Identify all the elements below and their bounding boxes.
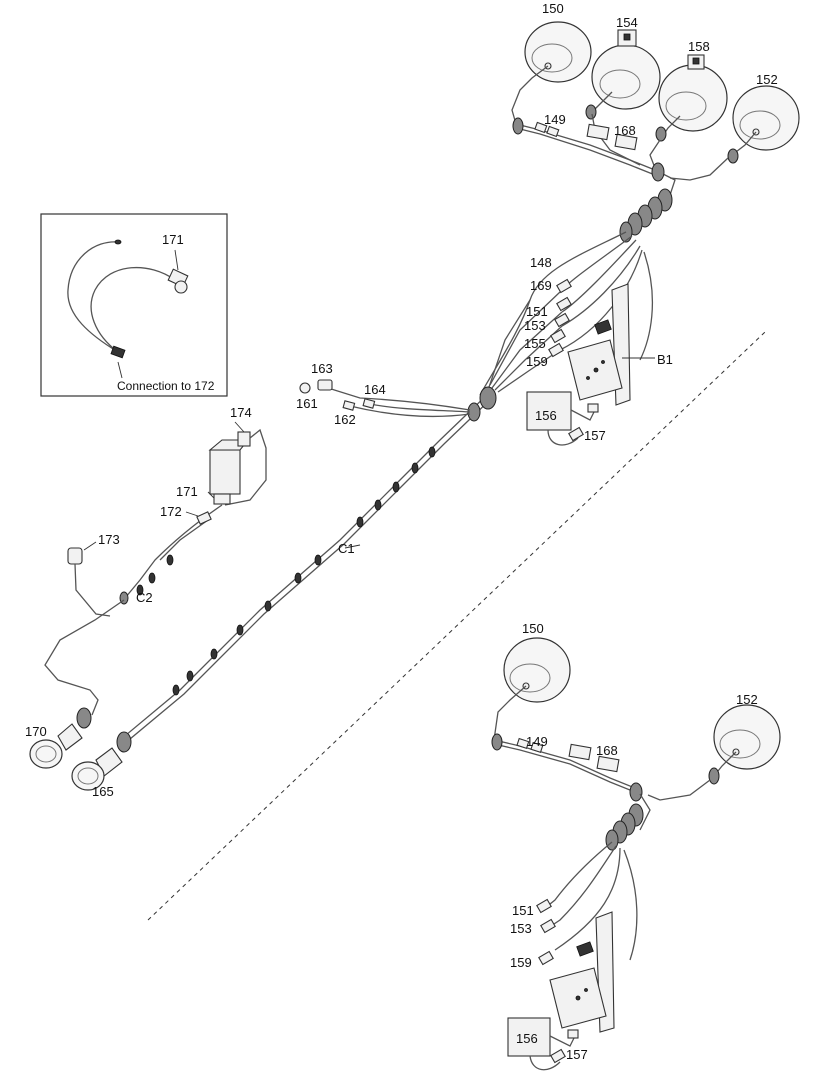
label-162: 162: [334, 412, 356, 427]
main-harness-c1: [71, 379, 497, 791]
label-149: 149: [544, 112, 566, 127]
label-159: 159: [526, 354, 548, 369]
label-151-variant: 151: [512, 903, 534, 918]
label-174: 174: [230, 405, 252, 420]
inset-caption: Connection to 172: [117, 379, 215, 393]
label-156-variant: 156: [516, 1031, 538, 1046]
label-150: 150: [542, 1, 564, 16]
label-150-variant: 150: [522, 621, 544, 636]
label-156: 156: [535, 408, 557, 423]
bottom-variant-group: [491, 637, 781, 1071]
label-158: 158: [688, 39, 710, 54]
label-153: 153: [524, 318, 546, 333]
label-B1: B1: [657, 352, 673, 367]
label-152: 152: [756, 72, 778, 87]
label-153-variant: 153: [510, 921, 532, 936]
label-149-variant: 149: [526, 734, 548, 749]
label-152-variant: 152: [736, 692, 758, 707]
label-169: 169: [530, 278, 552, 293]
separator-line: [147, 331, 766, 921]
label-151: 151: [526, 304, 548, 319]
label-172: 172: [160, 504, 182, 519]
label-164: 164: [364, 382, 386, 397]
part-labels: 150 154 158 152 149 168 148 169 151 153 …: [25, 1, 778, 1062]
label-C1: C1: [338, 541, 355, 556]
top-lamp-group: [511, 21, 800, 243]
center-branch: [479, 231, 655, 446]
label-170: 170: [25, 724, 47, 739]
label-171: 171: [176, 484, 198, 499]
label-154: 154: [616, 15, 638, 30]
label-165: 165: [92, 784, 114, 799]
label-155: 155: [524, 336, 546, 351]
label-157: 157: [584, 428, 606, 443]
label-148: 148: [530, 255, 552, 270]
label-157-variant: 157: [566, 1047, 588, 1062]
label-161: 161: [296, 396, 318, 411]
label-173: 173: [98, 532, 120, 547]
label-C2: C2: [136, 590, 153, 605]
label-163: 163: [311, 361, 333, 376]
label-159-variant: 159: [510, 955, 532, 970]
label-168: 168: [614, 123, 636, 138]
inset-panel: 171 Connection to 172: [40, 213, 228, 397]
label-171-inset: 171: [162, 232, 184, 247]
label-168-variant: 168: [596, 743, 618, 758]
left-branch-c2: [29, 421, 267, 769]
